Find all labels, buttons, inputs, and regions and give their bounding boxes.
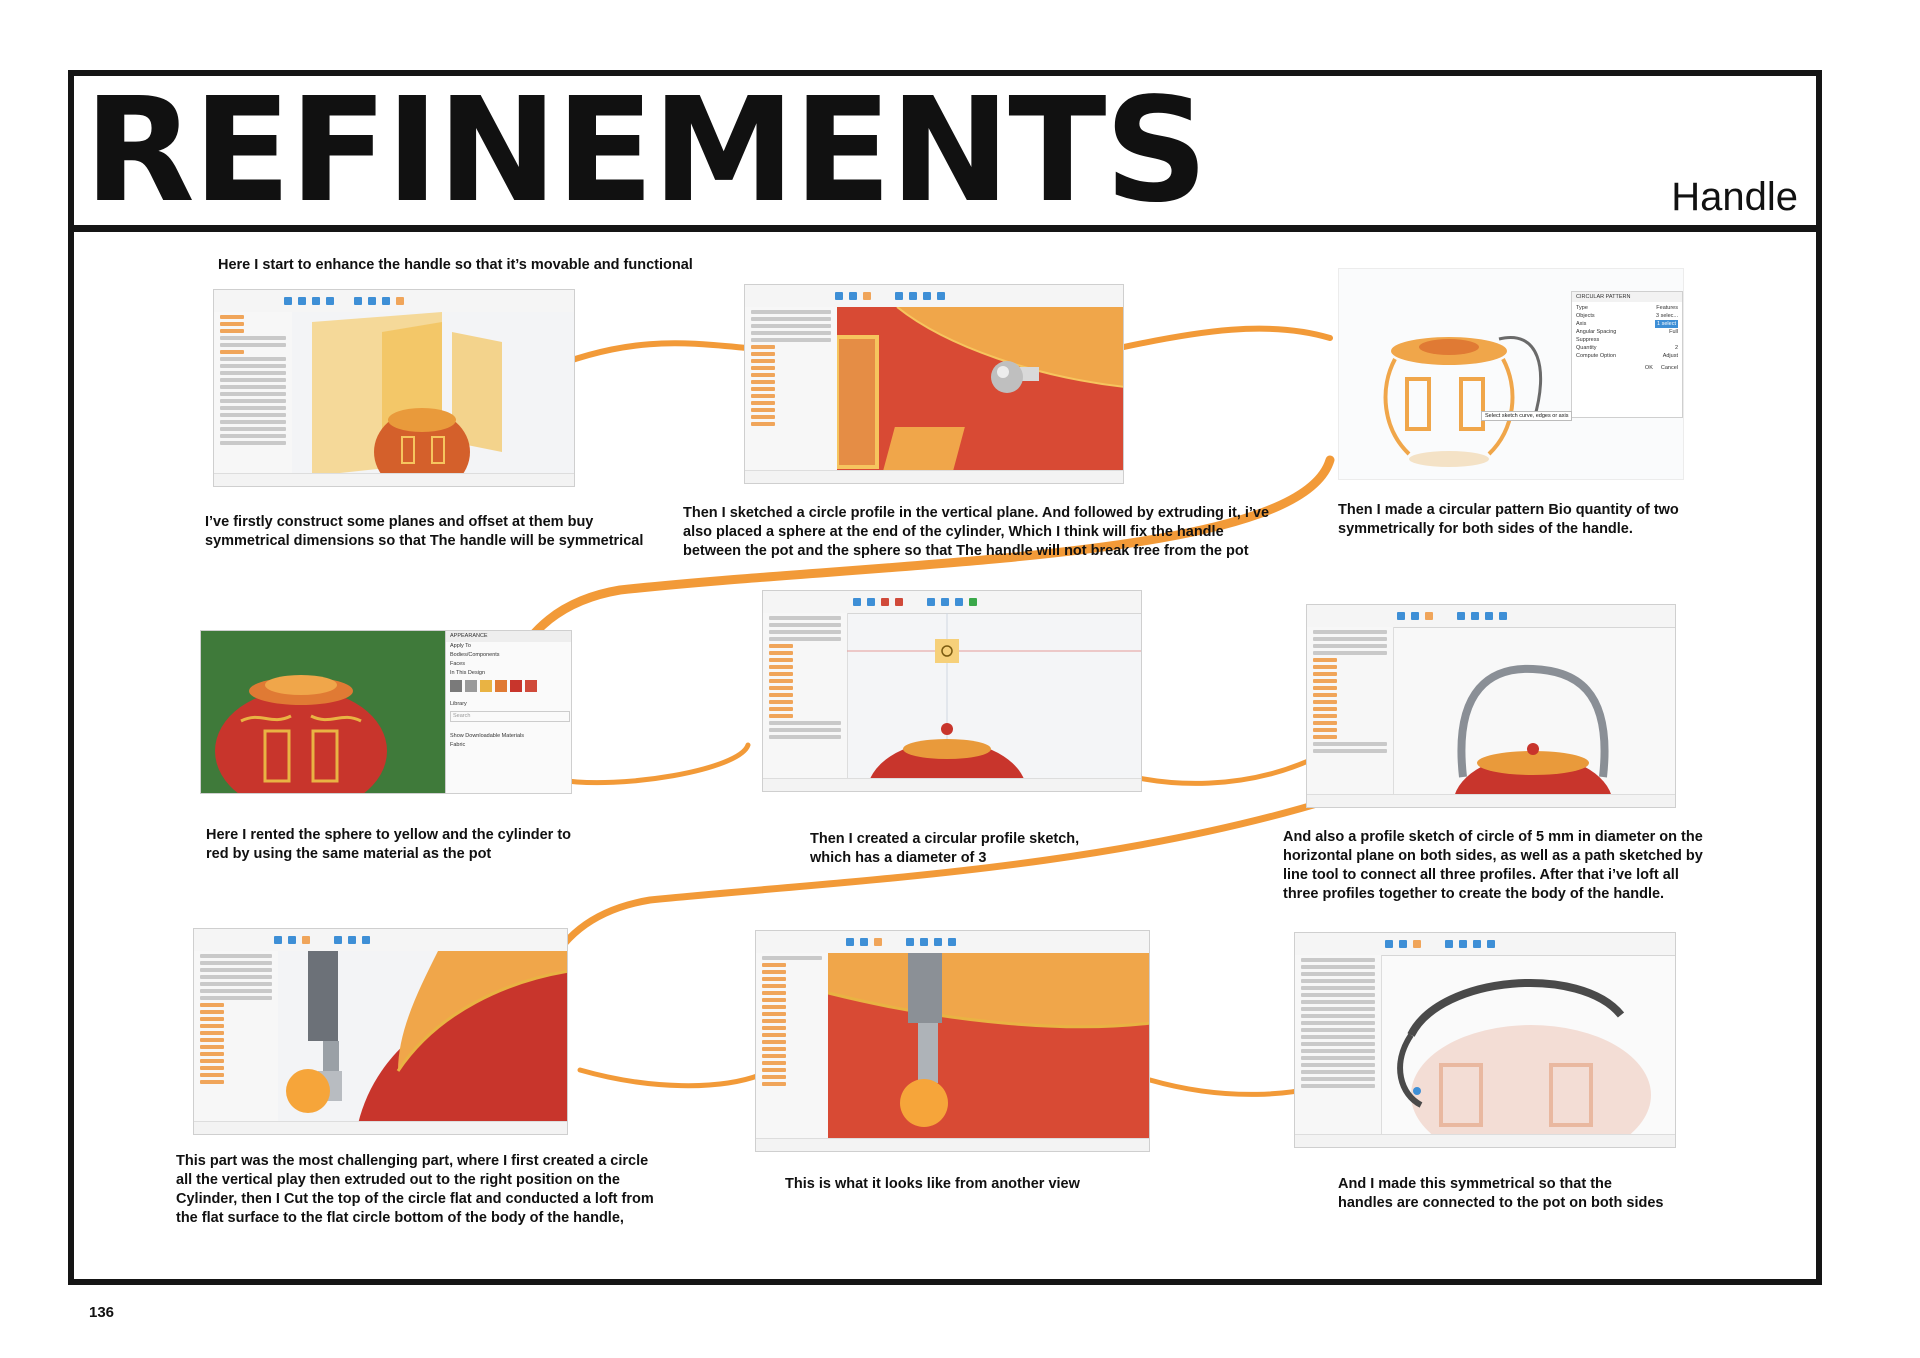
screenshot-handle-loft bbox=[1306, 604, 1676, 808]
screenshot-connector bbox=[193, 928, 568, 1135]
step2-caption: Then I sketched a circle profile in the … bbox=[683, 505, 1270, 559]
arc-6-7 bbox=[541, 796, 1334, 979]
step3-caption: Then I made a circular pattern Bio quant… bbox=[1338, 502, 1679, 537]
app-toolbar bbox=[214, 290, 574, 313]
in-design-label: In This Design bbox=[450, 670, 486, 676]
screenshot-sphere bbox=[744, 284, 1124, 484]
page-subtitle: Handle bbox=[1671, 175, 1798, 219]
viewport-sketch bbox=[847, 613, 1141, 781]
apply-to-label: Apply To bbox=[450, 643, 471, 649]
step9-caption: And I made this symmetrical so that the … bbox=[1338, 1176, 1664, 1211]
screenshot-appearance: APPEARANCE Apply To Bodies/Components Fa… bbox=[200, 630, 572, 794]
screenshot-symmetrical bbox=[1294, 932, 1676, 1148]
app-toolbar bbox=[1295, 933, 1675, 956]
show-downloadable[interactable]: Show Downloadable Materials bbox=[450, 733, 524, 739]
step4-caption: Here I rented the sphere to yellow and t… bbox=[206, 827, 571, 862]
screenshot-planes bbox=[213, 289, 575, 487]
arc-7-8 bbox=[577, 1067, 763, 1089]
arc-4-5 bbox=[557, 742, 751, 786]
timeline-bar bbox=[763, 778, 1141, 791]
browser-tree bbox=[763, 613, 848, 779]
screenshot-profile-sketch bbox=[762, 590, 1142, 792]
arc-3-4 bbox=[500, 455, 1335, 680]
swatch[interactable] bbox=[495, 680, 507, 692]
timeline-bar bbox=[1307, 794, 1675, 807]
ok-button[interactable]: OK bbox=[1644, 365, 1653, 371]
timeline-bar bbox=[214, 473, 574, 486]
select-hint-tooltip: Select sketch curve, edges or axis bbox=[1481, 411, 1573, 421]
viewport-another bbox=[828, 953, 1149, 1141]
browser-tree bbox=[756, 953, 829, 1139]
viewport-handle bbox=[1454, 664, 1612, 797]
viewport-symmetrical bbox=[1397, 979, 1651, 1137]
library-search[interactable]: Search bbox=[450, 711, 570, 722]
swatch[interactable] bbox=[480, 680, 492, 692]
page-number: 136 bbox=[89, 1304, 115, 1321]
viewport-appearance bbox=[215, 675, 387, 793]
step1-caption: I’ve firstly construct some planes and o… bbox=[205, 514, 644, 549]
swatch[interactable] bbox=[510, 680, 522, 692]
browser-tree bbox=[194, 951, 279, 1122]
timeline-bar bbox=[756, 1138, 1149, 1151]
swatch[interactable] bbox=[465, 680, 477, 692]
bodies-option[interactable]: Bodies/Components bbox=[450, 652, 500, 658]
viewport-pattern bbox=[1383, 336, 1542, 467]
browser-tree bbox=[214, 312, 293, 474]
timeline-bar bbox=[194, 1121, 567, 1134]
browser-tree bbox=[1307, 627, 1394, 795]
page-title: REFINEMENTS bbox=[84, 66, 1208, 234]
timeline-bar bbox=[1295, 1134, 1675, 1147]
arc-2-3 bbox=[1107, 325, 1333, 353]
app-toolbar bbox=[745, 285, 1123, 308]
row-suppress: Suppress bbox=[1576, 337, 1600, 343]
app-toolbar bbox=[1307, 605, 1675, 628]
step5-caption: Then I created a circular profile sketch… bbox=[810, 831, 1080, 864]
fabric-item[interactable]: Fabric bbox=[450, 742, 466, 748]
browser-tree bbox=[745, 307, 838, 471]
app-toolbar bbox=[194, 929, 567, 952]
app-toolbar bbox=[763, 591, 1141, 614]
app-toolbar bbox=[756, 931, 1149, 954]
viewport-connector bbox=[278, 951, 567, 1124]
step8-caption: This is what it looks like from another … bbox=[785, 1176, 1080, 1192]
step6-caption: And also a profile sketch of circle of 5… bbox=[1283, 829, 1703, 902]
viewport-planes bbox=[292, 312, 574, 476]
screenshot-another-view bbox=[755, 930, 1150, 1152]
swatch[interactable] bbox=[525, 680, 537, 692]
header-divider bbox=[68, 225, 1822, 232]
step7-caption: This part was the most challenging part,… bbox=[176, 1153, 654, 1226]
appearance-panel: APPEARANCE Apply To Bodies/Components Fa… bbox=[445, 631, 571, 793]
intro-caption: Here I start to enhance the handle so th… bbox=[218, 257, 693, 273]
appearance-header: APPEARANCE bbox=[446, 631, 571, 642]
material-swatches bbox=[446, 678, 571, 694]
browser-tree bbox=[1295, 955, 1382, 1135]
faces-option[interactable]: Faces bbox=[450, 661, 465, 667]
library-label: Library bbox=[450, 701, 467, 707]
timeline-bar bbox=[745, 470, 1123, 483]
swatch[interactable] bbox=[450, 680, 462, 692]
dialog-header: CIRCULAR PATTERN bbox=[1572, 292, 1682, 302]
viewport-sphere bbox=[837, 307, 1123, 473]
cancel-button[interactable]: Cancel bbox=[1660, 365, 1678, 371]
page-frame bbox=[68, 70, 1822, 1285]
